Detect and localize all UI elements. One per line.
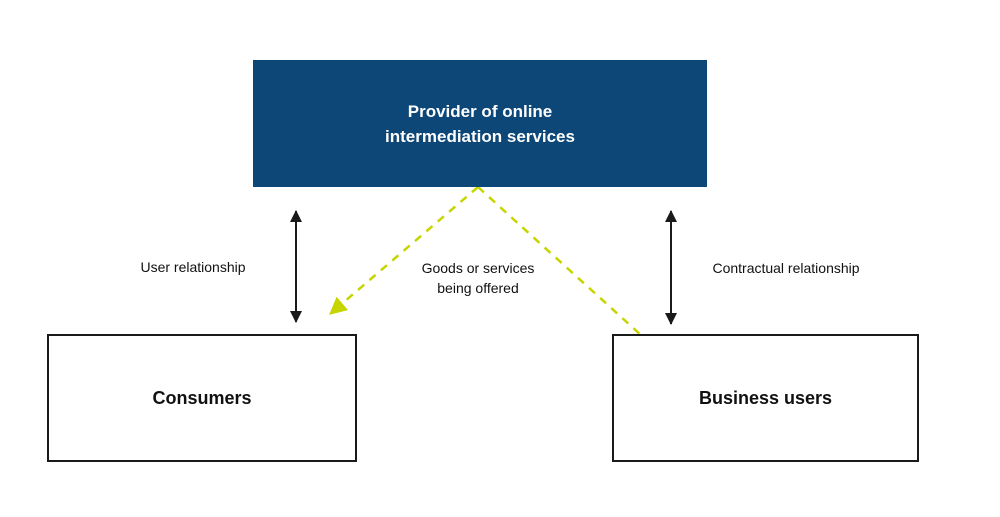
user-relationship-label: User relationship <box>140 259 246 275</box>
goods-offered-label: Goods or services being offered <box>422 258 535 298</box>
goods-offered-dashed-arrow-left <box>329 186 479 315</box>
goods-offered-label-line1: Goods or services <box>421 260 535 276</box>
business-users-label: Business users <box>698 387 833 408</box>
contractual-relationship-label: Contractual relationship <box>712 260 860 276</box>
provider-label-line1: Provider of online <box>407 101 553 121</box>
goods-offered-label-line2: being offered <box>437 280 519 296</box>
provider-label-line2: intermediation services <box>385 126 575 146</box>
goods-offered-dashed-line-right <box>477 186 643 337</box>
business-users-node: Business users <box>612 334 919 462</box>
provider-node: Provider of online intermediation servic… <box>253 60 707 187</box>
consumers-label: Consumers <box>152 387 252 408</box>
consumers-node: Consumers <box>47 334 357 462</box>
